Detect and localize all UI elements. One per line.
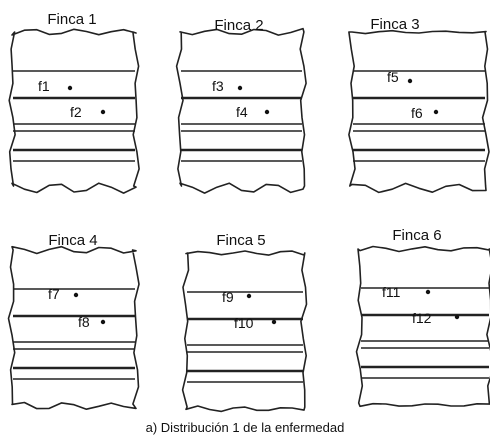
farm-2: Finca 2 f3 f4: [175, 17, 307, 194]
point-label: f3: [212, 78, 224, 94]
farm-plot-outline: [175, 27, 307, 194]
farm-1: Finca 1 f1 f2: [8, 11, 140, 194]
infection-point-marker: [237, 85, 243, 91]
farm-4: Finca 4 f7 f8: [7, 232, 140, 410]
infection-point-marker: [264, 109, 270, 115]
farm-plot-outline: [8, 28, 140, 194]
farm-6: Finca 6 f11 f12: [355, 227, 490, 408]
infection-point-marker: [100, 319, 106, 325]
point-label: f6: [411, 105, 423, 121]
point-label: f4: [236, 104, 248, 120]
farm-title: Finca 5: [216, 232, 265, 249]
point-label: f7: [48, 286, 60, 302]
infection-point-marker: [407, 78, 413, 84]
figure-caption: a) Distribución 1 de la enfermedad: [145, 420, 345, 435]
farm-plot-outline: [7, 245, 140, 410]
point-label: f9: [222, 289, 234, 305]
farm-plot-outline: [355, 245, 490, 408]
farm-title: Finca 3: [370, 16, 419, 33]
point-label: f5: [387, 69, 399, 85]
farm-plot-outline: [181, 250, 308, 413]
infection-point-marker: [425, 289, 431, 295]
farm-title: Finca 4: [48, 232, 97, 249]
point-label: f12: [412, 310, 432, 326]
infection-point-marker: [73, 292, 79, 298]
point-label: f10: [234, 315, 254, 331]
point-label: f11: [382, 284, 401, 300]
infection-point-marker: [246, 293, 252, 299]
infection-point-marker: [271, 319, 277, 325]
infection-point-marker: [433, 109, 439, 115]
point-label: f1: [38, 78, 50, 94]
infection-point-marker: [100, 109, 106, 115]
farm-title: Finca 6: [392, 227, 441, 244]
infection-point-marker: [67, 85, 73, 91]
farm-title: Finca 1: [47, 11, 96, 28]
infection-point-marker: [454, 314, 460, 320]
farm-title: Finca 2: [214, 17, 263, 34]
farm-3: Finca 3 f5 f6: [348, 16, 490, 194]
point-label: f8: [78, 314, 90, 330]
point-label: f2: [70, 104, 82, 120]
